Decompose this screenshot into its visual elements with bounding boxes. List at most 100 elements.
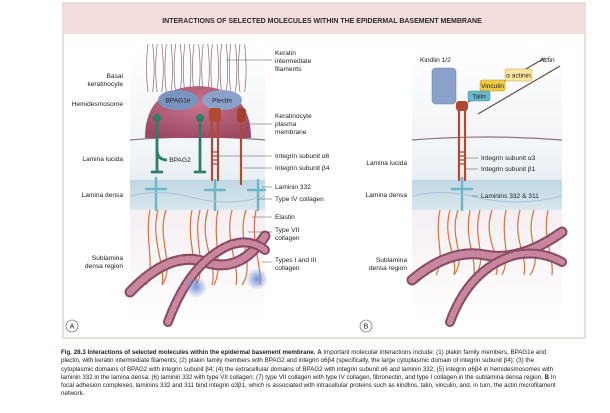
collagen-vii-loop: [229, 209, 238, 286]
panel-a-lamina-lucida: [130, 140, 265, 180]
type-iv-collagen-a: [129, 191, 266, 203]
label-type-vii-2: collagen: [275, 235, 300, 242]
panel-b-letter: B: [364, 324, 369, 331]
panel-a: BPAG1e Plectin BPAG2: [65, 43, 330, 333]
anchoring-plaque-a1: [185, 276, 207, 298]
label-integrin-b4: Integrin subunit β4: [275, 165, 330, 172]
label-sublamina-a-2: densa region: [85, 263, 123, 270]
keratin-filament: [244, 43, 247, 93]
collagen-vii-loop: [435, 209, 441, 276]
label-types-i-iii-2: collagen: [275, 265, 300, 272]
collagen-vii-loop: [453, 209, 460, 276]
integrin-a3b1-head: [456, 101, 468, 111]
label-sublamina-b-1: Sublamina: [376, 257, 407, 264]
label-laminins-332-311: Laminins 332 & 311: [481, 193, 539, 200]
bpag2-tag-bg: [167, 156, 193, 164]
integrin-a6-head: [209, 108, 221, 122]
collagen-vii-loop: [488, 209, 498, 276]
vinculin-box: [479, 79, 506, 92]
label-keratin-3: filaments: [275, 66, 302, 73]
leader-lines-a: [219, 59, 272, 263]
alpha-actinin-label: α actinin: [506, 73, 531, 80]
collagen-vii-loop: [204, 209, 214, 286]
caption-b-label: B: [544, 373, 550, 381]
actin-label: Actin: [540, 57, 555, 64]
panel-b-badge: [359, 319, 373, 333]
keratin-filament: [235, 43, 238, 93]
plectin-blob: [202, 90, 242, 110]
collagen-fiber-b1-stripes: [408, 228, 566, 284]
keratin-filament: [228, 43, 232, 93]
label-lamina-lucida-a: Lamina lucida: [82, 156, 123, 163]
integrin-a3b1: [457, 106, 467, 182]
keratin-filament: [170, 43, 173, 93]
type-iv-collagen-b: [411, 191, 563, 203]
label-sublamina-b-2: densa region: [369, 265, 407, 272]
alpha-actinin-box: [504, 68, 533, 82]
keratin-filament: [146, 43, 149, 93]
collagen-fiber-b2-stripes: [447, 250, 565, 325]
label-plasma-membrane-3: membrane: [275, 129, 307, 136]
bpag2-molecules: [150, 116, 207, 174]
label-hemidesmosome: Hemidesmosome: [72, 101, 124, 108]
collagen-fiber-a2-stripes: [165, 239, 268, 325]
panel-a-badge: [65, 319, 79, 333]
collagen-vii-loop: [155, 209, 164, 286]
label-lamina-densa-a: Lamina densa: [82, 192, 124, 199]
panel-b-left-labels: Lamina lucida Lamina densa Sublamina den…: [366, 160, 408, 272]
plectin-label: Plectin: [212, 98, 232, 105]
collagen-vii-loop: [161, 209, 168, 286]
label-laminin-332: Laminin 332: [275, 184, 311, 191]
bpag2-label: BPAG2: [169, 157, 191, 164]
caption-label: Fig. 28.3 Interactions of selected molec…: [61, 349, 316, 356]
label-basal-keratinocyte-1: Basal: [107, 73, 124, 80]
label-sublamina-a-1: Sublamina: [92, 255, 123, 262]
leader-lines-b: [466, 157, 478, 197]
keratin-filament: [164, 43, 167, 93]
figure-title: INTERACTIONS OF SELECTED MOLECULES WITHI…: [162, 18, 482, 25]
label-plasma-membrane-2: plasma: [275, 121, 297, 128]
panel-b: Actin Kindlin 1/2 Vinculin α actinin Tal…: [359, 44, 568, 333]
caption-a-text: Important molecular interactions include…: [61, 349, 554, 381]
kindlin-box: [431, 67, 457, 105]
figure-caption: Fig. 28.3 Interactions of selected molec…: [61, 349, 561, 399]
collagen-vii-loop: [467, 209, 475, 276]
collagen-vii-loop: [447, 209, 456, 276]
label-integrin-b1: Integrin subunit β1: [481, 166, 536, 173]
talin-label: Talin: [472, 94, 486, 101]
caption-a-label: A: [317, 349, 322, 356]
anchoring-plaque-a2: [246, 268, 268, 290]
actin-leader: [542, 55, 551, 63]
keratin-filament: [161, 43, 164, 93]
label-type-vii-1: Type VII: [275, 227, 299, 234]
label-lamina-densa-b: Lamina densa: [366, 192, 408, 199]
label-plasma-membrane-1: Keratinocyte: [275, 113, 312, 120]
label-integrin-a3: Integrin subunit α3: [481, 155, 536, 162]
collagen-vii-loop: [501, 209, 507, 276]
panel-b-plasma-membrane: [411, 136, 563, 141]
integrin-a6b4: [210, 116, 243, 186]
kindlin-label: Kindlin 1/2: [420, 57, 451, 64]
keratin-filament: [152, 43, 155, 93]
keratin-filament: [155, 43, 158, 93]
bpag1e-blob: [158, 90, 198, 110]
label-keratin-2: intermediate: [275, 58, 312, 65]
keratin-filament: [238, 43, 241, 93]
bpag1e-label: BPAG1e: [165, 98, 191, 105]
laminin-332-a: [144, 176, 267, 212]
label-keratin-1: Keratin: [275, 50, 296, 57]
panel-b-lamina-lucida: [412, 140, 562, 180]
bpag2-head-right: [196, 114, 204, 122]
label-type-iv-collagen: Type IV collagen: [275, 196, 324, 203]
collagen-vii-loop: [517, 209, 526, 276]
panel-a-right-labels: Keratin intermediate filaments Keratinoc…: [275, 50, 330, 272]
vinculin-label: Vinculin: [481, 83, 504, 90]
keratin-filament: [216, 43, 219, 93]
integrin-b4-head: [237, 108, 246, 122]
caption-b-text: In focal adhesion complexes, laminins 33…: [61, 373, 556, 398]
bpag2-head-left: [153, 114, 161, 122]
label-elastin: Elastin: [275, 214, 295, 221]
panel-b-right-labels: Integrin subunit α3 Integrin subunit β1 …: [481, 155, 539, 200]
panel-a-letter: A: [70, 324, 75, 331]
